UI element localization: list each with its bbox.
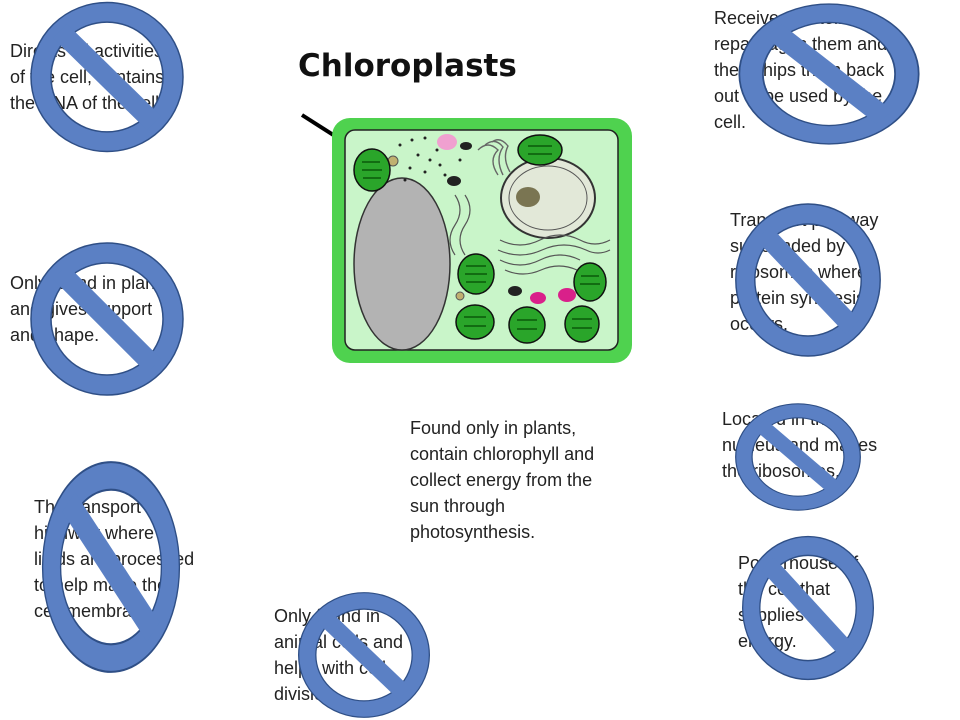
diagram-title: Chloroplasts	[298, 48, 517, 84]
golgi-apparatus	[477, 139, 511, 176]
chloroplast-description: Found only in plants, contain chlorophyl…	[410, 418, 595, 542]
vesicle	[437, 134, 457, 150]
nucleolus	[516, 187, 540, 207]
chloroplast	[508, 306, 546, 344]
no-sign-icon	[31, 243, 183, 395]
no-sign-icon	[736, 204, 880, 356]
chloroplast	[457, 253, 495, 295]
no-sign-icon	[739, 4, 918, 144]
chloroplast	[517, 134, 563, 166]
no-sign-icon	[31, 3, 183, 152]
central-vacuole	[353, 177, 451, 351]
chloroplast	[353, 148, 391, 192]
chloroplast	[564, 305, 600, 343]
no-sign-icon	[299, 593, 430, 718]
no-sign-icon	[736, 404, 861, 510]
chloroplast	[455, 304, 495, 340]
chloroplast	[573, 262, 607, 302]
endoplasmic-reticulum	[449, 194, 611, 275]
no-sign-icon	[43, 462, 180, 672]
no-sign-icon	[743, 537, 874, 680]
